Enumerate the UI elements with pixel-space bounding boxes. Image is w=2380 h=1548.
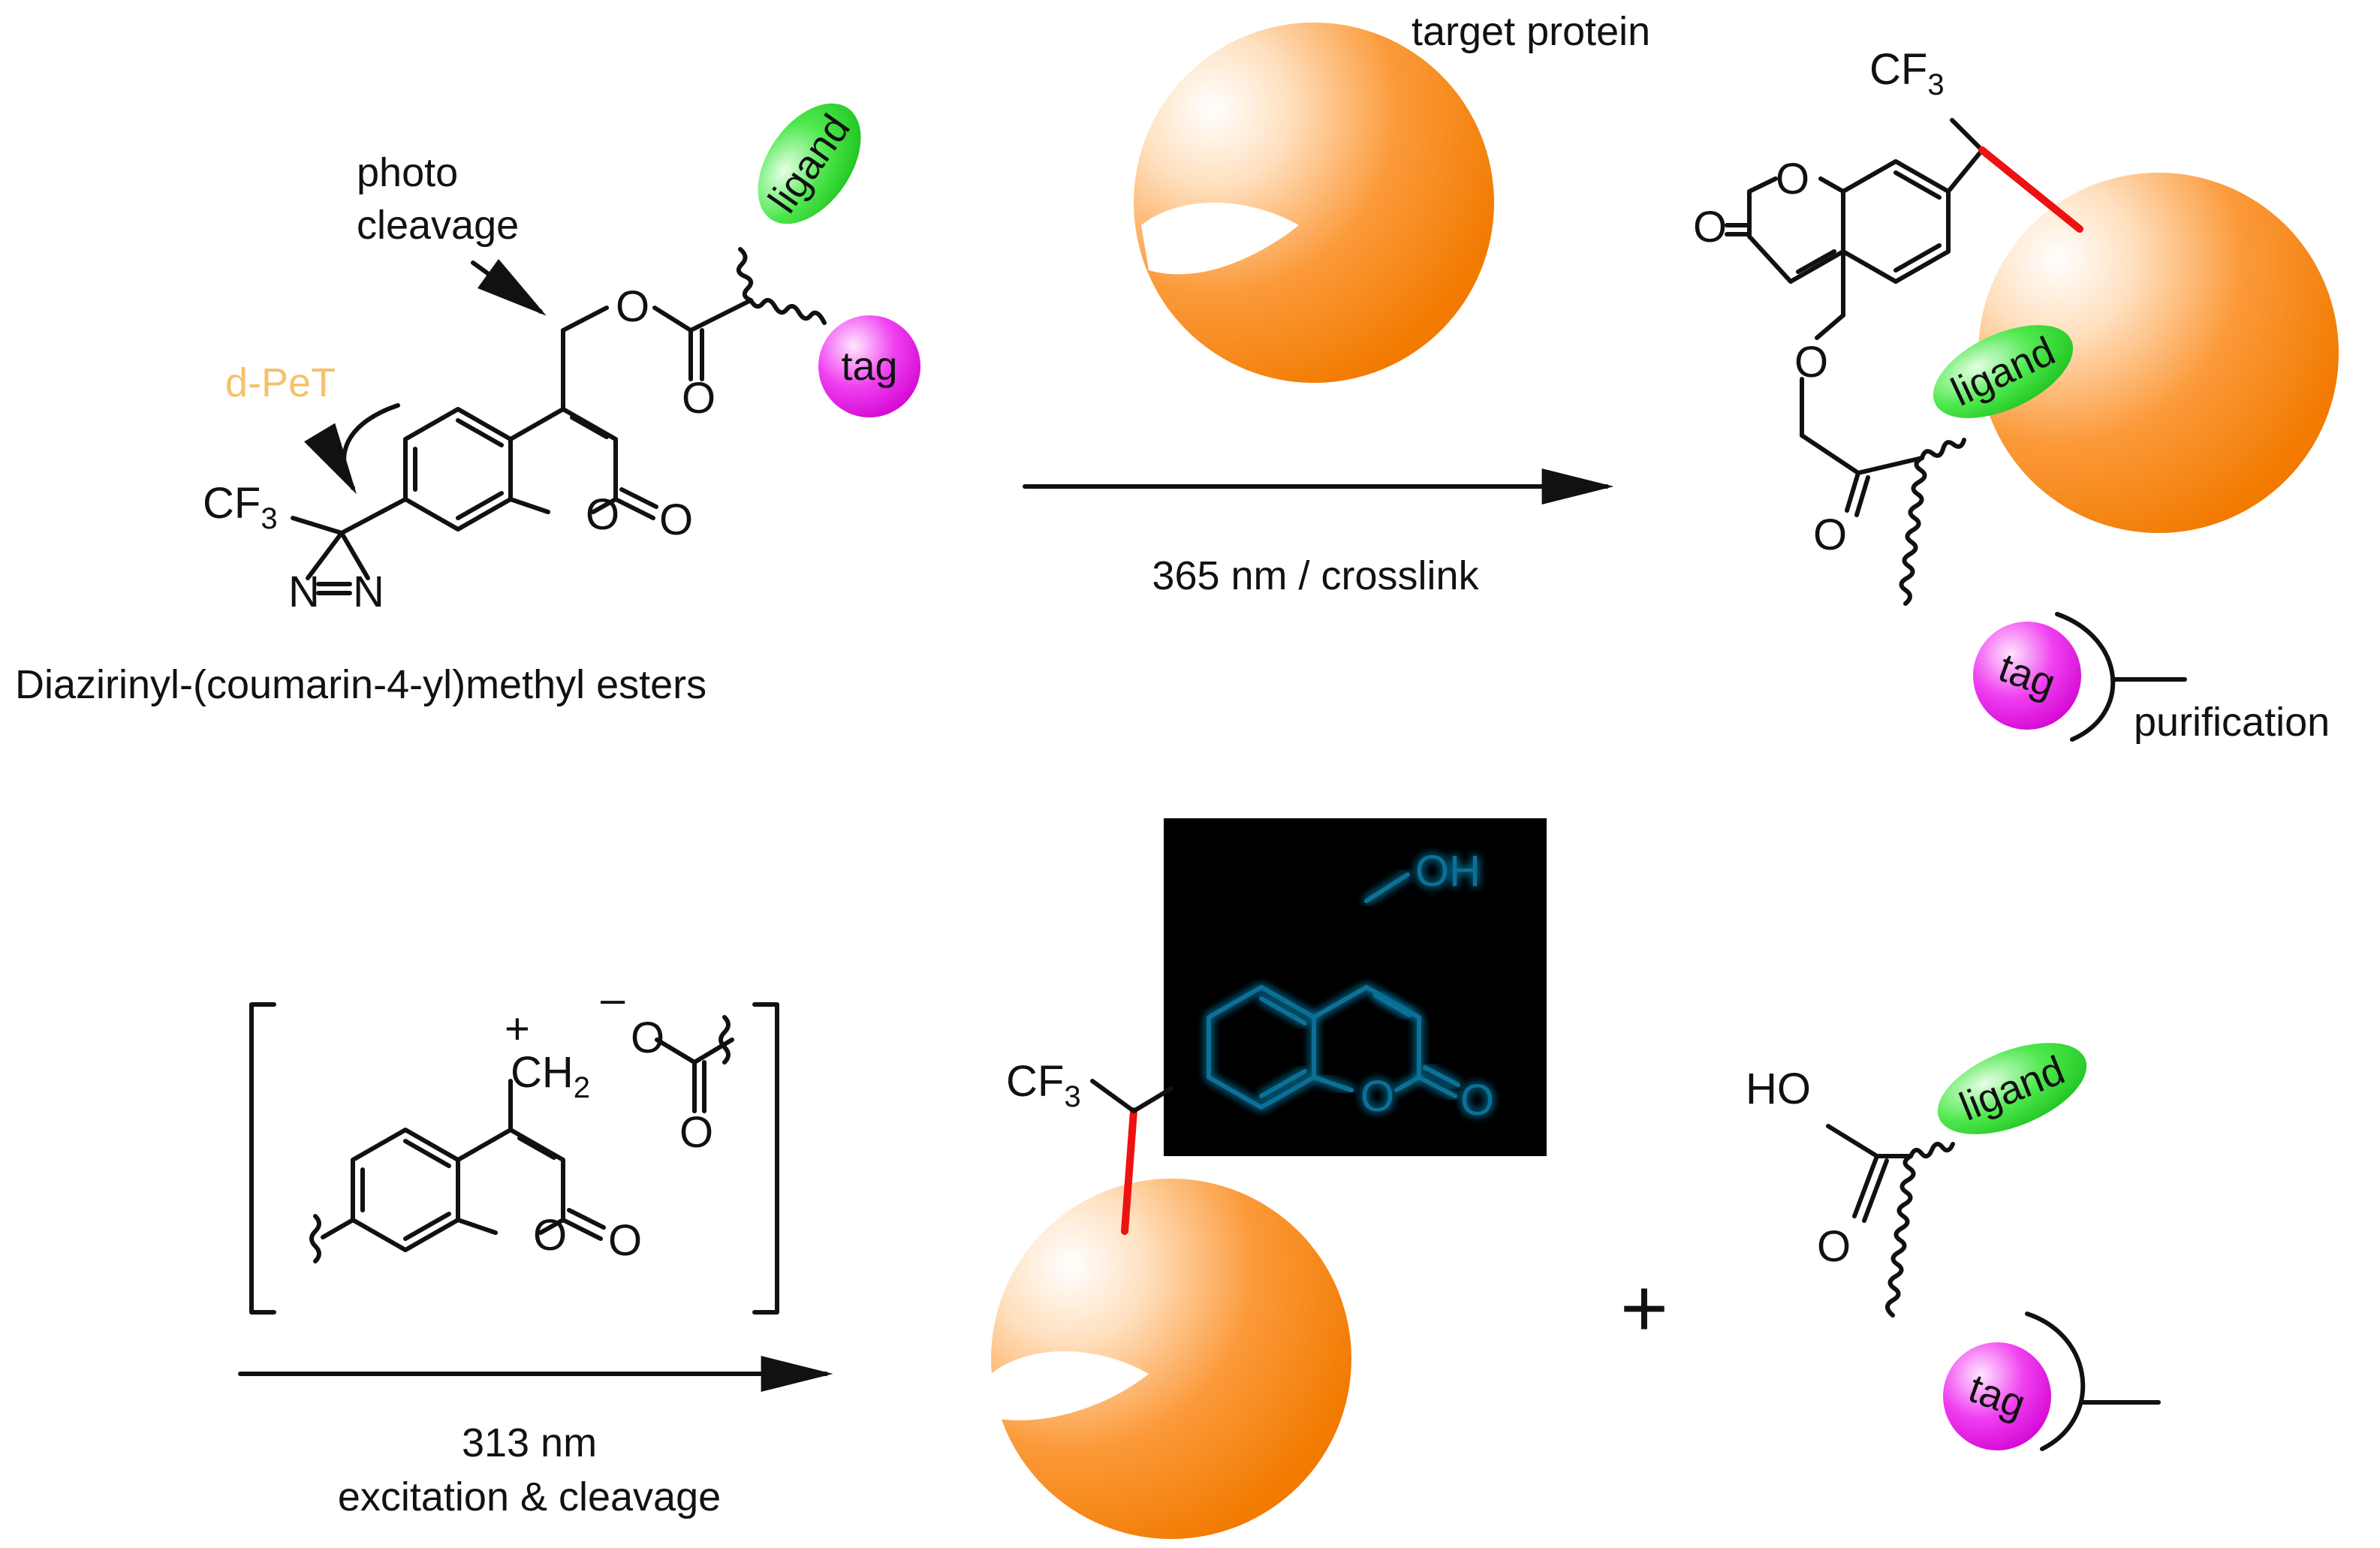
carbonyl-oxygen-2: O bbox=[1813, 510, 1847, 559]
ring-oxygen-2: O bbox=[1776, 155, 1809, 203]
fluorescent-coumarin-inset bbox=[1131, 818, 1547, 1156]
starting-ester bbox=[291, 247, 827, 580]
compound-name: Diazirinyl-(coumarin-4-yl)methyl esters bbox=[15, 662, 706, 707]
lactone-oxygen-3: O bbox=[608, 1216, 642, 1265]
target-protein-1 bbox=[1134, 23, 1494, 383]
photo-label: photo bbox=[357, 150, 458, 195]
diazirine-n1: N bbox=[288, 568, 320, 616]
ring-oxygen-4: O bbox=[1360, 1072, 1394, 1121]
plus-charge: + bbox=[505, 1004, 530, 1053]
ligand-ellipse-3 bbox=[1937, 1043, 2087, 1134]
diazirine-n2: N bbox=[353, 568, 384, 616]
carboxylate-oxygen: O bbox=[631, 1013, 664, 1062]
purification-label: purification bbox=[2134, 700, 2330, 745]
released-acid bbox=[1826, 1124, 2161, 1451]
ligand-ellipse-2 bbox=[1933, 325, 2074, 418]
tag-ball-3 bbox=[1943, 1342, 2051, 1450]
tag-label-1: tag bbox=[841, 344, 897, 389]
plus-sign: + bbox=[1620, 1262, 1668, 1354]
lactone-carbonyl-oxygen: O bbox=[659, 495, 693, 544]
minus-charge: – bbox=[601, 974, 625, 1023]
ligand-ellipse-1 bbox=[758, 103, 861, 224]
ether-oxygen-2: O bbox=[1794, 338, 1828, 387]
crosslinked-protein bbox=[1978, 173, 2339, 533]
lactone-oxygen-2: O bbox=[1693, 203, 1727, 251]
acid-carbonyl-oxygen: O bbox=[1817, 1222, 1851, 1271]
crosslinked-probe bbox=[1725, 118, 2187, 742]
ring-oxygen-3: O bbox=[533, 1211, 567, 1260]
cf3-label: CF3 bbox=[203, 479, 278, 535]
ester-carbonyl-oxygen: O bbox=[682, 374, 716, 423]
acid-hydroxyl: HO bbox=[1746, 1065, 1811, 1113]
step2-label-2: excitation & cleavage bbox=[338, 1474, 721, 1519]
ion-pair-intermediate bbox=[249, 1002, 779, 1315]
hydroxyl-label: OH bbox=[1415, 847, 1481, 896]
carbocation-ch2: CH2 bbox=[511, 1048, 590, 1104]
tag-ball-1 bbox=[818, 315, 920, 417]
cf3-label-2: CF3 bbox=[1869, 45, 1945, 101]
cleavage-label: cleavage bbox=[357, 203, 519, 248]
step1-label: 365 nm / crosslink bbox=[1152, 553, 1479, 598]
cf3-label-3: CF3 bbox=[1006, 1057, 1081, 1113]
carboxylate-oxo: O bbox=[679, 1108, 713, 1157]
dpet-label: d-PeT bbox=[225, 360, 336, 405]
step2-label-1: 313 nm bbox=[462, 1420, 597, 1465]
lactone-oxygen-4: O bbox=[1460, 1076, 1494, 1125]
ring-oxygen: O bbox=[586, 490, 619, 539]
tag-ball-2 bbox=[1973, 622, 2081, 730]
labeled-protein bbox=[991, 1079, 1351, 1539]
ester-oxygen: O bbox=[616, 282, 649, 331]
target-protein-label: target protein bbox=[1411, 9, 1650, 54]
